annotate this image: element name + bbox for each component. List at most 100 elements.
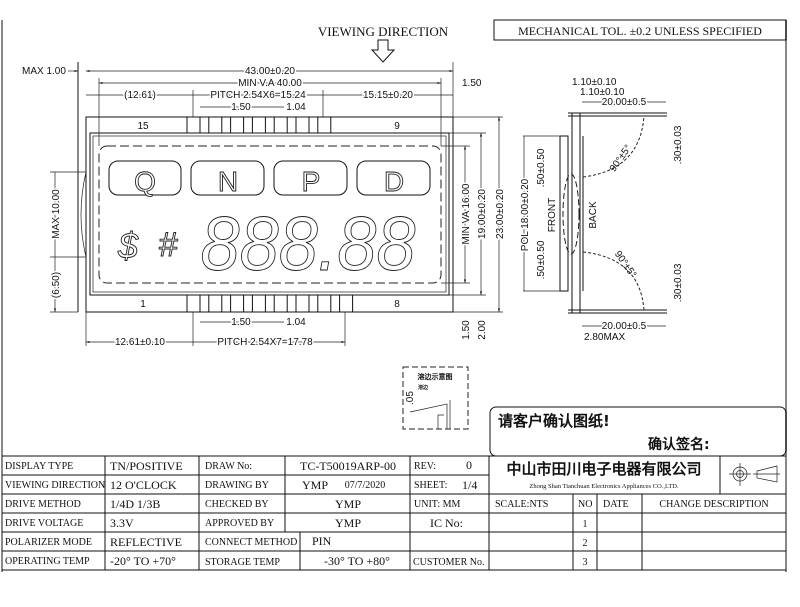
glass-outline	[89, 132, 450, 296]
dim-pol: POL 18.00±0.20	[520, 178, 531, 251]
change-row-3: 3	[583, 557, 588, 568]
spec-label: DISPLAY TYPE	[5, 461, 73, 472]
change-header-date: DATE	[603, 499, 629, 510]
pin-label-8: 8	[394, 299, 400, 310]
module-outline	[85, 116, 454, 313]
edge-detail: 溶边示意图 溶边 .05	[402, 366, 469, 430]
pin	[273, 294, 288, 313]
dim-pol-off-top: .50±0.50	[536, 148, 547, 187]
dim-pitch-top: PITCH 2.54X6=15.24	[210, 90, 306, 101]
confirm-signature-label: 确认签名:	[648, 436, 710, 453]
dim-pin-len-top: 20.00±0.5	[602, 97, 647, 108]
icon-box-n	[190, 160, 265, 196]
approved-by: YMP	[335, 516, 361, 530]
icon-p: P	[302, 166, 321, 197]
icon-box-d	[356, 160, 431, 196]
icon-box-p	[273, 160, 348, 196]
spec-label: DRIVE METHOD	[5, 499, 81, 510]
detail-label: 溶边	[418, 384, 429, 391]
sheet: 1/4	[462, 478, 477, 492]
pin	[251, 294, 266, 313]
dim-pin-width-bottom: 1.50	[231, 317, 251, 328]
seven-segment-digits: 888.88	[201, 202, 416, 287]
back-label: BACK	[588, 201, 599, 229]
company-name-cn: 中山市田川电子电器有限公司	[506, 460, 701, 478]
lens-side	[80, 171, 87, 258]
spec-label: DRIVE VOLTAGE	[5, 518, 83, 529]
dim-min-va-height: MIN VA 16.00	[461, 183, 472, 244]
spec-value: -20° TO +70°	[110, 554, 176, 568]
dim-min-va-width: MIN V.A 40.00	[238, 78, 302, 89]
viewing-direction-label: VIEWING DIRECTION	[318, 24, 449, 39]
pin	[295, 116, 310, 134]
spec-value: 3.3V	[110, 516, 134, 530]
rev: 0	[466, 458, 472, 472]
dim-pin-gap-top: 1.04	[286, 102, 306, 113]
dim-glass-2: 1.10±0.10	[580, 87, 625, 98]
connect-method: PIN	[312, 534, 332, 548]
dim-bottom-200: 2.00	[477, 320, 488, 340]
dim-overall-height: 23.00±0.20	[495, 189, 506, 239]
draw-no-label: DRAW No:	[205, 461, 252, 472]
connect-label: CONNECT METHOD	[205, 537, 297, 548]
pin	[230, 116, 245, 134]
pins-top	[186, 116, 332, 134]
viewing-direction-arrow-icon	[370, 39, 396, 63]
front-polarizer	[559, 135, 569, 292]
approved-by-label: APPROVED BY	[205, 518, 274, 529]
hash-symbol: #	[159, 226, 179, 264]
unit: UNIT: MM	[414, 499, 461, 510]
dim-left-offset-bottom: 12.61±0.10	[115, 337, 165, 348]
front-label: FRONT	[547, 198, 558, 232]
dollar-symbol: $	[117, 225, 139, 266]
dim-pitch-bottom: PITCH 2.54X7=17.78	[217, 337, 313, 348]
dim-glass-1: 1.10±0.10	[572, 77, 617, 88]
change-header-no: NO	[578, 499, 592, 510]
ic-no-label: IC No:	[430, 516, 463, 530]
dim-left-offset-top: (12.61)	[124, 90, 156, 101]
pin	[230, 294, 245, 313]
detail-title: 溶边示意图	[418, 372, 453, 381]
dim-max-10: MAX 10.00	[51, 189, 62, 239]
spec-value: 1/4D 1/3B	[110, 497, 160, 511]
storage-temp: -30° TO +80°	[324, 554, 390, 568]
checked-by: YMP	[335, 497, 361, 511]
pin	[208, 294, 223, 313]
tolerance-box	[493, 19, 787, 41]
spec-label: OPERATING TEMP	[5, 556, 90, 567]
dim-right-offset-top: 15.15±0.20	[363, 90, 413, 101]
dim-pin-gap-bottom: 1.04	[286, 317, 306, 328]
icon-n: N	[218, 166, 238, 197]
pin	[186, 294, 201, 313]
title-block: DISPLAY TYPE TN/POSITIVE VIEWING DIRECTION…	[2, 455, 786, 571]
dim-pin-width-top: 1.50	[231, 102, 251, 113]
projection-symbol-icon	[729, 463, 780, 486]
scale: SCALE:NTS	[495, 499, 548, 510]
spec-value: TN/POSITIVE	[110, 459, 183, 473]
pin	[251, 116, 266, 134]
spec-label: VIEWING DIRECTION	[5, 480, 105, 491]
dim-pin-thk-top: .30±0.03	[673, 125, 684, 164]
pin	[273, 116, 288, 134]
dim-right-margin: 1.50	[462, 78, 482, 89]
pin	[208, 116, 223, 134]
draw-no: TC-T50019ARP-00	[300, 459, 396, 473]
icon-box-q	[108, 160, 182, 196]
drawing-by: YMP	[302, 478, 328, 492]
dim-max-280: 2.80MAX	[584, 332, 625, 343]
change-row-2: 2	[583, 538, 588, 549]
change-header-desc: CHANGE DESCRIPTION	[659, 499, 768, 510]
pin	[317, 294, 332, 313]
icon-q: Q	[134, 166, 156, 197]
dim-bottom-150: 1.50	[461, 320, 472, 340]
side-view: POL 18.00±0.20 .50±0.50 .50±0.50 FRONT B…	[519, 77, 685, 343]
dim-offset-650: (6.50)	[51, 272, 62, 298]
sheet-label: SHEET:	[414, 480, 447, 491]
dim-overall-width: 43.00±0.20	[245, 66, 295, 77]
dim-angle-bottom: 90°±5°	[612, 249, 638, 280]
pin-label-15: 15	[137, 121, 149, 132]
spec-value: 12 O'CLOCK	[110, 478, 177, 492]
dim-max-thickness: MAX 1.00	[22, 66, 66, 77]
viewing-area	[98, 145, 442, 284]
confirm-line1: 请客户确认图纸!	[498, 412, 610, 430]
